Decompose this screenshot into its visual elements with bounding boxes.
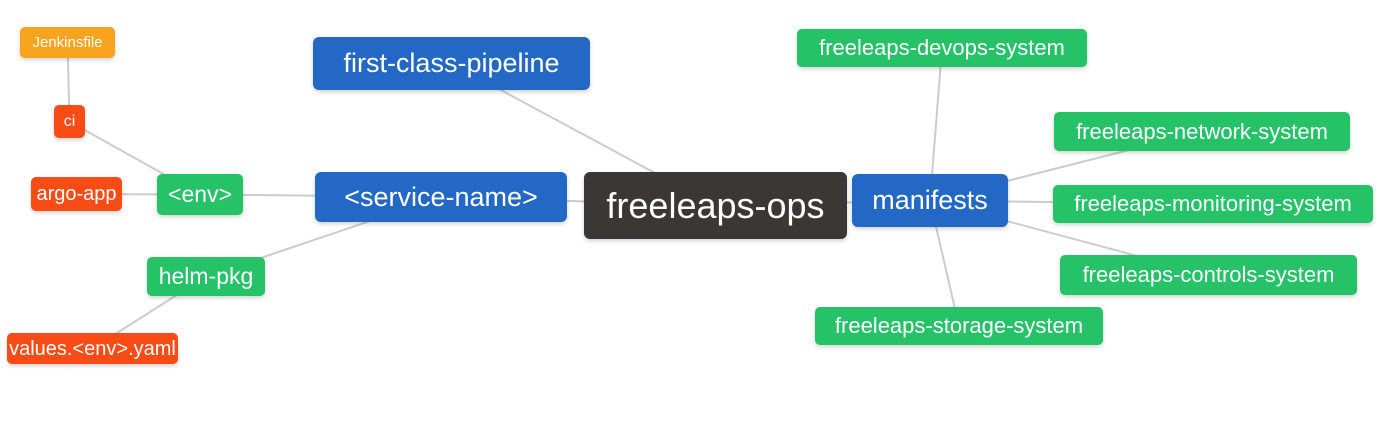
node-manifests[interactable]: manifests (852, 174, 1008, 227)
node-service-name[interactable]: <service-name> (315, 172, 567, 222)
node-first-class-pipeline[interactable]: first-class-pipeline (313, 37, 590, 90)
node-controls-system[interactable]: freeleaps-controls-system (1060, 255, 1357, 295)
node-env[interactable]: <env> (157, 174, 243, 215)
node-network-system[interactable]: freeleaps-network-system (1054, 112, 1350, 151)
node-freeleaps-ops-root[interactable]: freeleaps-ops (584, 172, 847, 239)
node-ci[interactable]: ci (54, 105, 85, 138)
node-devops-system[interactable]: freeleaps-devops-system (797, 29, 1087, 67)
node-storage-system[interactable]: freeleaps-storage-system (815, 307, 1103, 345)
node-argo-app[interactable]: argo-app (31, 177, 122, 211)
node-jenkinsfile[interactable]: Jenkinsfile (20, 27, 115, 58)
node-values-env-yaml[interactable]: values.<env>.yaml (7, 333, 178, 364)
node-monitoring-system[interactable]: freeleaps-monitoring-system (1053, 185, 1373, 223)
node-helm-pkg[interactable]: helm-pkg (147, 257, 265, 296)
